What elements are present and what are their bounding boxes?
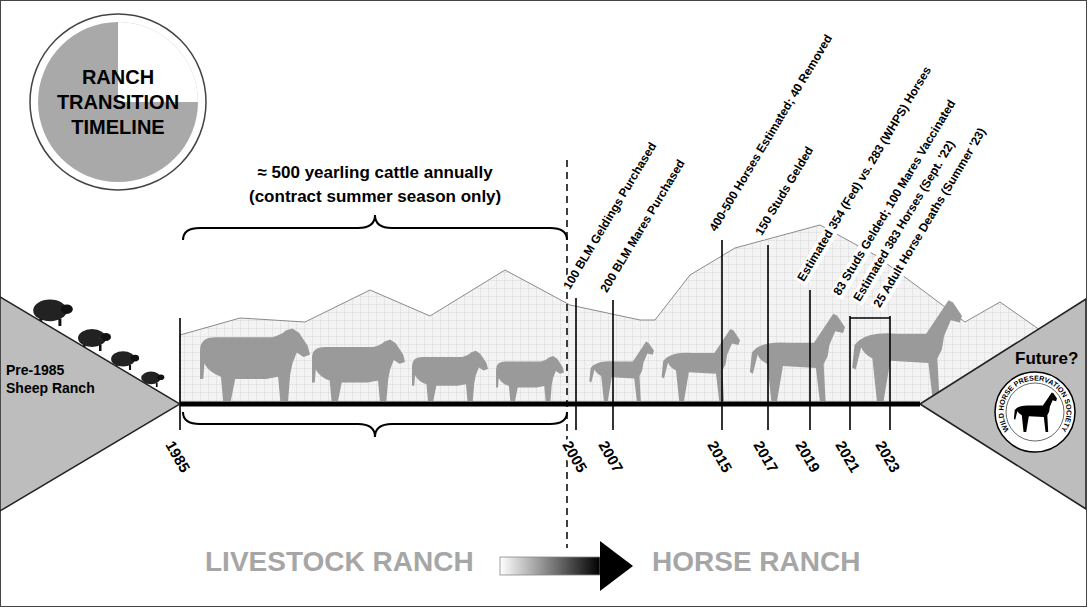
span-bracket [850, 317, 890, 319]
sheep-head [157, 374, 164, 380]
sheep-leg [58, 319, 61, 326]
top-bracket [183, 215, 567, 240]
title-circle: RANCH TRANSITION TIMELINE [28, 12, 208, 192]
year-tick [612, 300, 614, 430]
year-tick [809, 290, 811, 430]
triangle-outline [920, 299, 1086, 509]
node-text: Future? [1015, 348, 1085, 369]
logo-text: WILD HORSE PRESERVATION SOCIETY [996, 373, 1073, 433]
year-tick [849, 316, 851, 430]
year-tick [575, 298, 577, 430]
year-label: 2023 [871, 436, 905, 477]
sheep-leg [129, 365, 131, 370]
year-tick [179, 318, 181, 430]
cow-silhouette [496, 356, 564, 401]
bottom-bracket [183, 412, 567, 437]
society-logo: WILD HORSE PRESERVATION SOCIETY [993, 370, 1077, 454]
horse-silhouette [750, 314, 845, 401]
year-label: 2017 [749, 436, 783, 477]
phase-label: LIVESTOCK RANCH [205, 546, 474, 578]
logo-ring [995, 372, 1075, 452]
year-tick [889, 316, 891, 430]
logo-inner-ring [1006, 383, 1064, 441]
year-label: 2007 [594, 436, 628, 477]
timeline-axis [180, 402, 920, 407]
phase-label: HORSE RANCH [652, 546, 860, 578]
year-label: 2015 [703, 436, 737, 477]
horse-silhouette [589, 342, 654, 401]
year-label: 2021 [831, 436, 865, 477]
sheep-leg [156, 383, 158, 387]
horse-silhouette [852, 300, 962, 401]
sheep-head [101, 333, 111, 341]
start-triangle: Pre-1985 Sheep Ranch [0, 296, 180, 512]
cow-silhouette [200, 328, 310, 401]
cow-silhouette [412, 351, 488, 401]
year-label: 1985 [161, 436, 195, 477]
bracket-note: ≈ 500 yearling cattle annually [258, 163, 493, 183]
triangle-outline [0, 297, 180, 511]
sheep-head [61, 304, 73, 314]
animal-silhouettes [33, 300, 962, 401]
transition-arrow-body [500, 557, 600, 575]
node-text: RANCH TRANSITION TIMELINE [43, 65, 193, 140]
node-text: Pre-1985 Sheep Ranch [6, 362, 106, 397]
horse-silhouette [662, 329, 740, 401]
cow-silhouette [312, 340, 405, 401]
logo-text-block: WILD HORSE PRESERVATION SOCIETY [996, 373, 1073, 433]
sheep-leg [99, 345, 102, 351]
year-label: 2019 [791, 436, 825, 477]
year-label: 2005 [558, 436, 592, 477]
logo-horse [1014, 392, 1057, 432]
circle-fill [38, 22, 198, 182]
circle-wedge [118, 22, 198, 102]
sheep-head [131, 355, 140, 362]
bracket-note: (contract summer season only) [249, 187, 501, 207]
transition-arrow-head [600, 541, 633, 591]
transition-divider [566, 160, 568, 548]
node-outline [0, 296, 180, 512]
circle-rim [30, 14, 206, 190]
